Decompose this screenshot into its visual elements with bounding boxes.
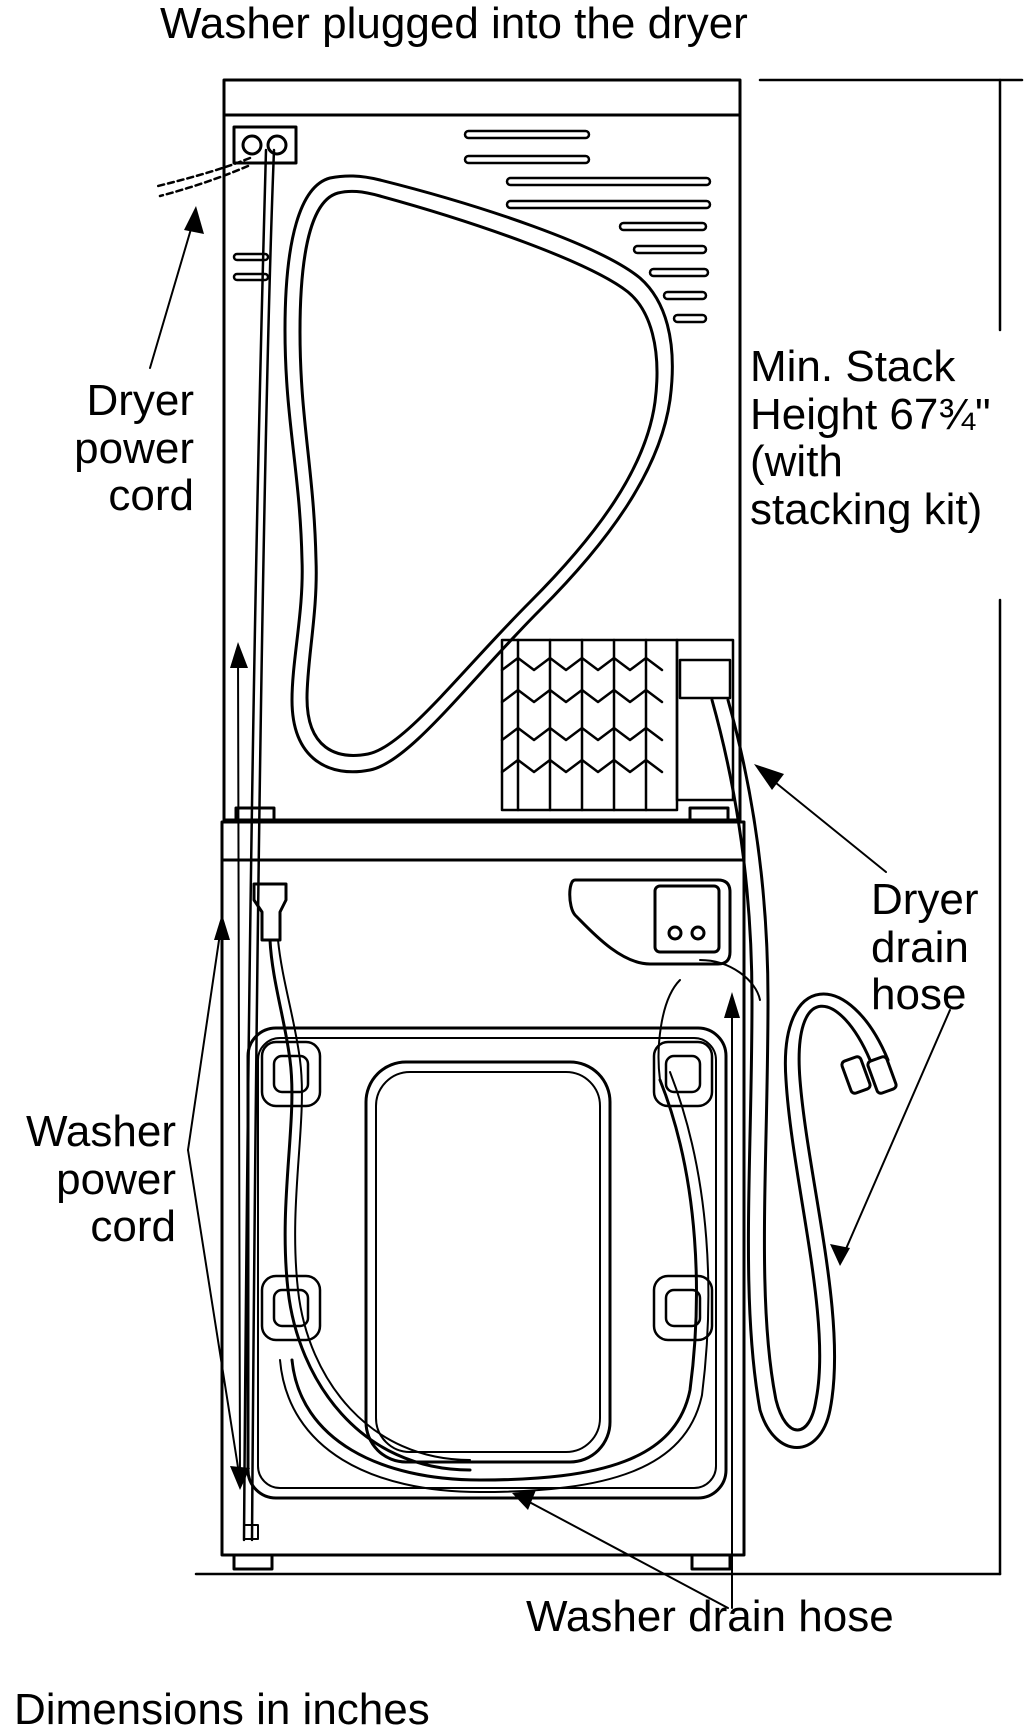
label-dryer-power-cord: Dryer power cord [60,377,194,520]
label-line: Height 67¾" [750,389,991,439]
washer-plug-icon [252,882,288,942]
label-line: power [74,423,194,473]
dryer-vent-slots-icon [232,129,712,324]
dryer-unit [222,78,742,822]
washer-outlet-box [568,878,732,966]
dimensions-note: Dimensions in inches [14,1685,430,1734]
washer-power-cord [268,938,472,1472]
label-line: (with [750,437,843,487]
label-line: Washer [26,1107,176,1156]
label-washer-power-cord: Washer power cord [6,1108,176,1251]
washer-mount-icons [260,1040,714,1342]
label-line: hose [871,970,967,1020]
label-stack-height: Min. Stack Height 67¾" (with stacking ki… [750,343,991,533]
dryer-power-cord [250,148,276,1542]
label-line: Dryer [86,376,194,425]
dryer-drain-hose [710,698,872,1449]
label-dryer-drain-hose: Dryer drain hose [871,876,979,1019]
label-line: cord [90,1202,176,1252]
label-line: drain [871,922,969,972]
label-line: Dryer [871,875,979,924]
arrowheads [184,206,850,1510]
diagram-title: Washer plugged into the dryer [160,0,748,48]
washer-unit [220,820,746,1571]
washer-drain-hose [290,1078,698,1482]
label-line: cord [108,471,194,521]
label-line: Min. Stack [750,342,956,391]
label-line: power [56,1154,176,1204]
stack-height-dimension [758,78,1024,1576]
dryer-lint-grille-icon [500,638,735,812]
dryer-back-panel [283,174,674,774]
label-washer-drain-hose: Washer drain hose [526,1592,894,1641]
label-line: stacking kit) [750,484,983,534]
